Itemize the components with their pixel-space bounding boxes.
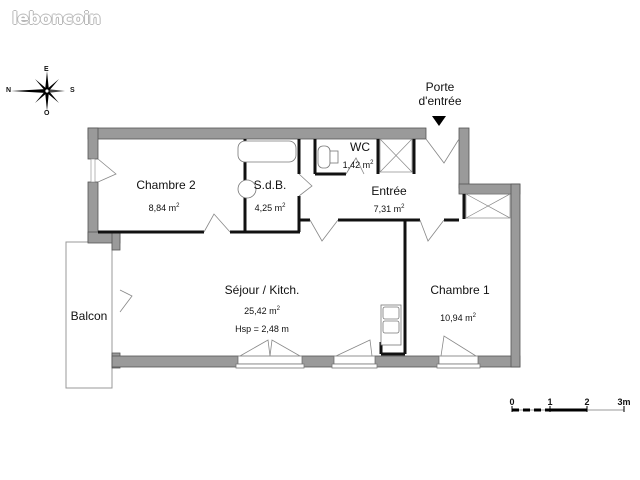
room-area-entree: 7,31 m2	[373, 204, 405, 214]
scale-tick-2: 2	[584, 397, 590, 407]
exterior-walls	[87, 127, 521, 369]
room-name-entree: Entrée	[371, 184, 407, 198]
room-name-wc: WC	[350, 140, 370, 154]
entrance-label-line2: d'entrée	[418, 94, 462, 108]
compass-east-label: E	[44, 66, 49, 73]
scale-tick-3: 3m	[617, 397, 631, 407]
room-name-chambre1: Chambre 1	[430, 283, 490, 297]
entrance-arrow-icon	[432, 116, 446, 126]
room-name-balcon: Balcon	[70, 309, 108, 323]
window-sills	[235, 355, 481, 369]
room-name-sejour: Séjour / Kitch.	[224, 283, 300, 297]
room-name-chambre2: Chambre 2	[136, 178, 196, 192]
room-area-wc: 1,42 m2	[342, 160, 374, 170]
bathroom-fixtures	[237, 140, 339, 199]
entrance-label: Porte d'entrée	[419, 80, 462, 108]
interior-partitions	[98, 139, 466, 356]
doors	[97, 138, 477, 357]
compass-south-label: S	[70, 87, 75, 94]
closets	[379, 138, 511, 219]
room-area-sdb: 4,25 m2	[254, 203, 286, 213]
leboncoin-watermark: leboncoin	[12, 9, 101, 29]
room-area-chambre2: 8,84 m2	[148, 203, 180, 213]
room-area-sejour: 25,42 m2	[244, 306, 280, 316]
room-name-sdb: S.d.B.	[253, 178, 287, 192]
compass-west-label: O	[44, 110, 50, 117]
scale-tick-1: 1	[547, 397, 553, 407]
ceiling-height: Hsp = 2,48 m	[235, 324, 289, 334]
scale-bar	[511, 406, 625, 412]
compass-rose-icon	[11, 71, 65, 111]
room-area-chambre1: 10,94 m2	[440, 313, 476, 323]
entrance-label-line1: Porte	[425, 80, 455, 94]
kitchen-sink	[380, 304, 402, 346]
compass-north-label: N	[6, 87, 12, 94]
scale-tick-0: 0	[509, 397, 515, 407]
